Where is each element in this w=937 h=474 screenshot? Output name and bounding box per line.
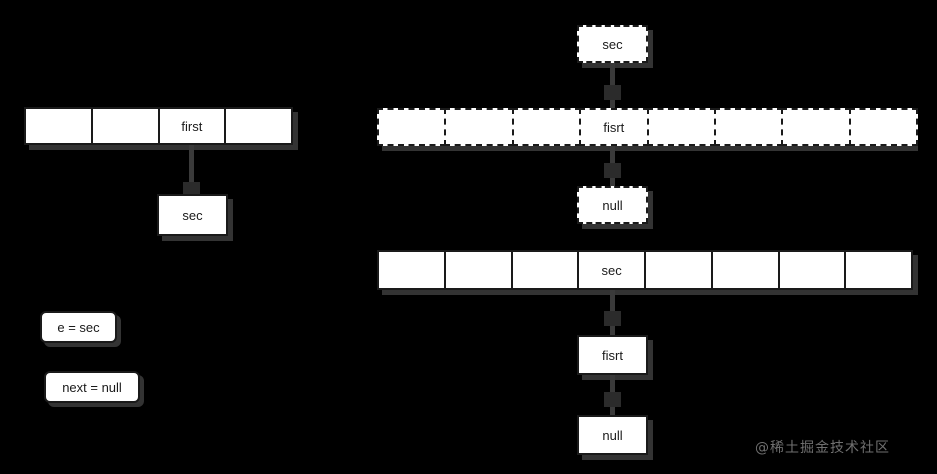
left-connector-line	[189, 145, 194, 197]
dashed-array: fisrt	[377, 108, 918, 146]
watermark: @稀土掘金技术社区	[755, 440, 890, 456]
solid-array-cell-4	[644, 250, 713, 290]
dashed-array-cell-5	[713, 108, 784, 146]
chain-null-connector-arrowhead	[604, 392, 621, 407]
dashed-array-cell-7	[848, 108, 918, 146]
dashed-array-cell-1	[444, 108, 514, 146]
solid-chain-connector-arrowhead	[604, 311, 621, 326]
solid-array-cell-7	[844, 250, 913, 290]
left-sec-node: sec	[157, 194, 228, 236]
dashed-array-cell-6	[781, 108, 851, 146]
solid-array-cell-2	[510, 250, 580, 290]
solid-array-cell-6	[777, 250, 847, 290]
dashed-array-cell-4	[646, 108, 716, 146]
left-connector-arrowhead	[183, 182, 200, 197]
solid-array-cell-0	[377, 250, 446, 290]
assignment-next-null: next = null	[44, 371, 140, 403]
dashed-array-cell-2	[511, 108, 582, 146]
assignment-e-sec: e = sec	[40, 311, 117, 343]
dashed-null-connector-arrowhead	[604, 163, 621, 178]
dashed-array-cell-0	[377, 108, 447, 146]
left-array-cell-2: first	[157, 107, 227, 145]
top-sec-node: sec	[577, 25, 648, 63]
left-array-cell-1	[90, 107, 160, 145]
left-array-cell-0	[24, 107, 93, 145]
solid-array-cell-1	[443, 250, 513, 290]
solid-array: sec	[377, 250, 913, 290]
left-array-cell-3	[224, 107, 293, 145]
dashed-array-cell-3: fisrt	[579, 108, 649, 146]
top-connector-arrowhead	[604, 85, 621, 100]
chain-fisrt-node: fisrt	[577, 335, 648, 375]
left-array: first	[24, 107, 293, 145]
dashed-null-node: null	[577, 186, 648, 224]
solid-array-cell-3: sec	[577, 250, 646, 290]
solid-array-cell-5	[710, 250, 780, 290]
chain-null-node: null	[577, 415, 648, 455]
